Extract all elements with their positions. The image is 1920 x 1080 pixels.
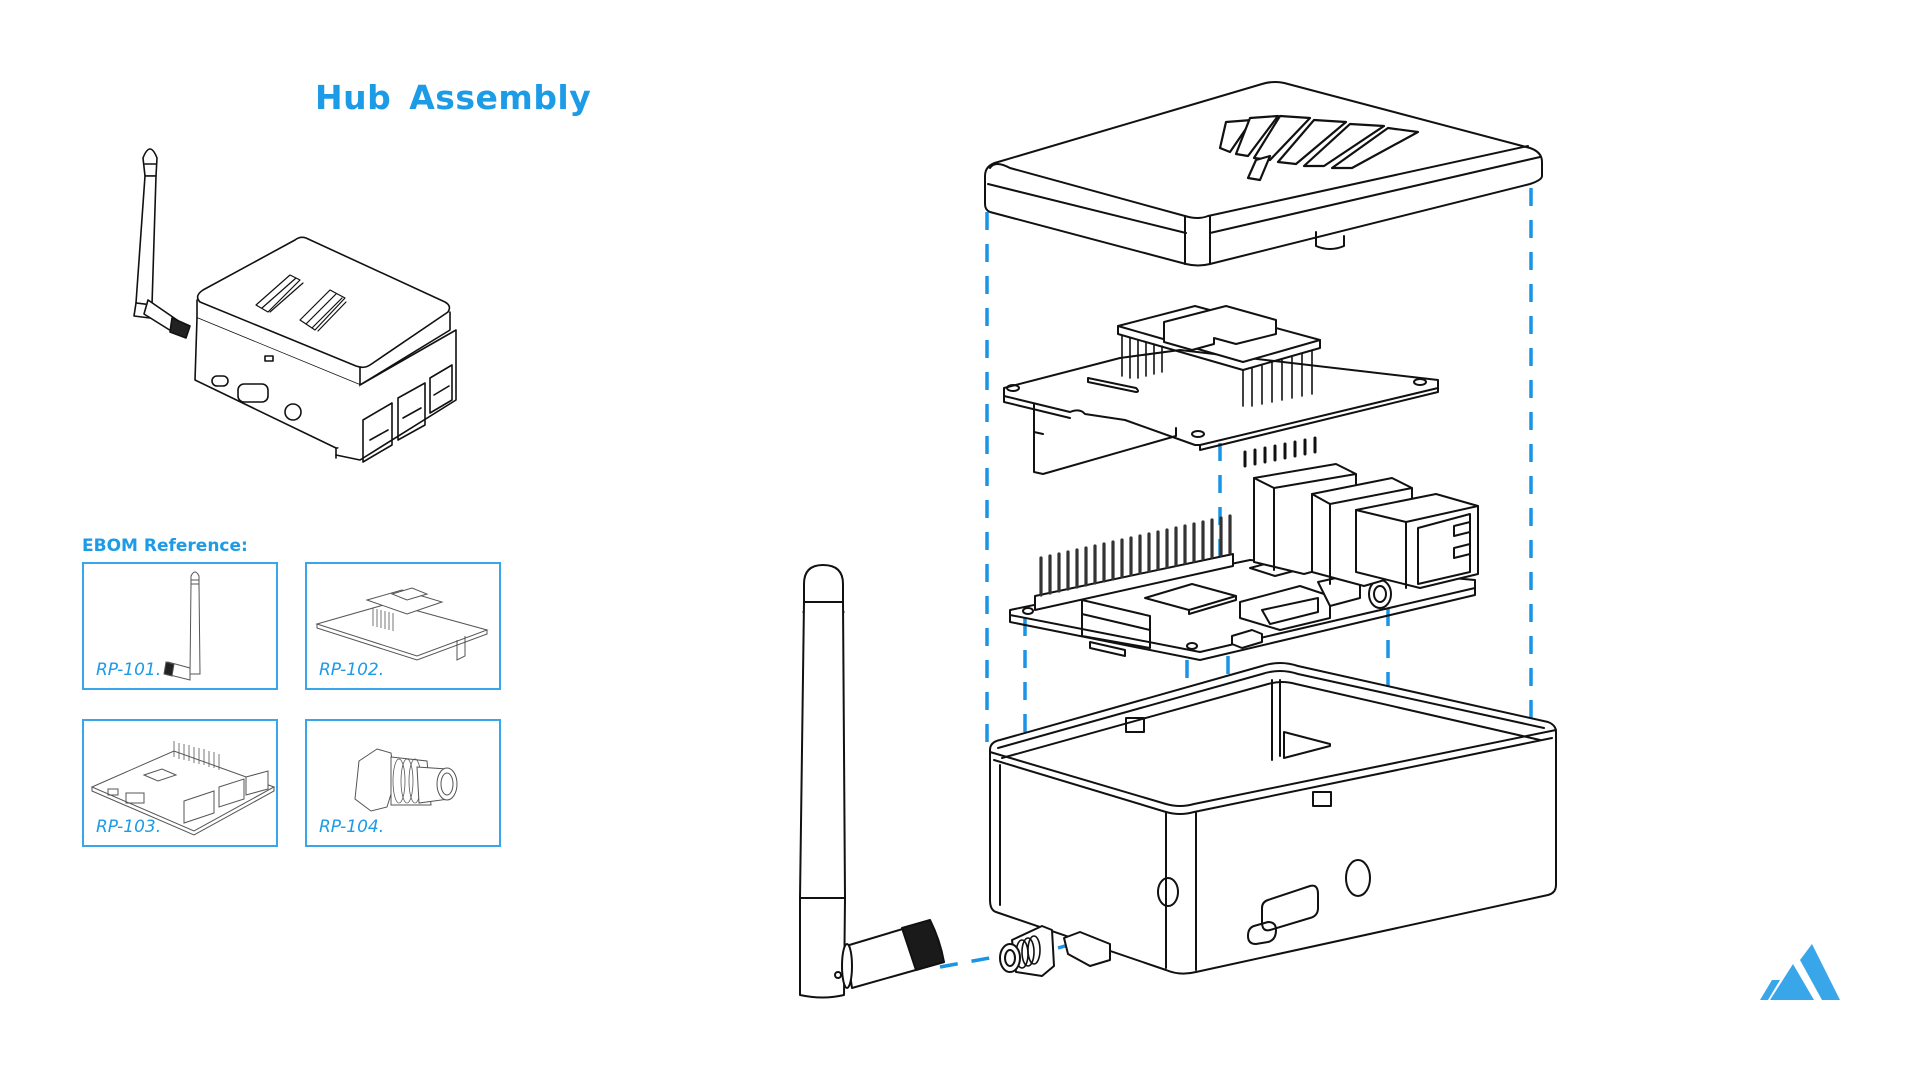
sma-connector-thumbnail	[354, 748, 458, 812]
part-number-label: RP-103.	[96, 817, 162, 837]
antenna-thumbnail	[163, 571, 201, 681]
part-number-label: RP-101.	[96, 660, 162, 680]
part-number-label: RP-104.	[319, 817, 385, 837]
mountain-logo-icon	[1760, 944, 1840, 1000]
page-title: Hub Assembly	[315, 78, 592, 117]
ebom-heading: EBOM Reference:	[82, 536, 248, 556]
case-lid	[984, 81, 1543, 267]
hat-board-thumbnail	[315, 587, 489, 661]
part-number-label: RP-102.	[319, 660, 385, 680]
sma-bulkhead-connector	[999, 925, 1055, 977]
ebom-item-rp-102[interactable]: RP-102.	[305, 562, 501, 690]
guide-antenna	[939, 953, 1007, 969]
antenna	[799, 564, 945, 999]
ebom-item-rp-103[interactable]: RP-103.	[82, 719, 278, 847]
assembled-antenna	[133, 148, 191, 339]
case-base	[989, 662, 1557, 975]
raspberry-pi-board	[1009, 463, 1479, 661]
ebom-item-rp-104[interactable]: RP-104.	[305, 719, 501, 847]
ebom-item-rp-101[interactable]: RP-101.	[82, 562, 278, 690]
assembled-case	[194, 236, 457, 463]
hat-board	[1003, 305, 1439, 475]
pi-board-thumbnail	[90, 741, 276, 836]
